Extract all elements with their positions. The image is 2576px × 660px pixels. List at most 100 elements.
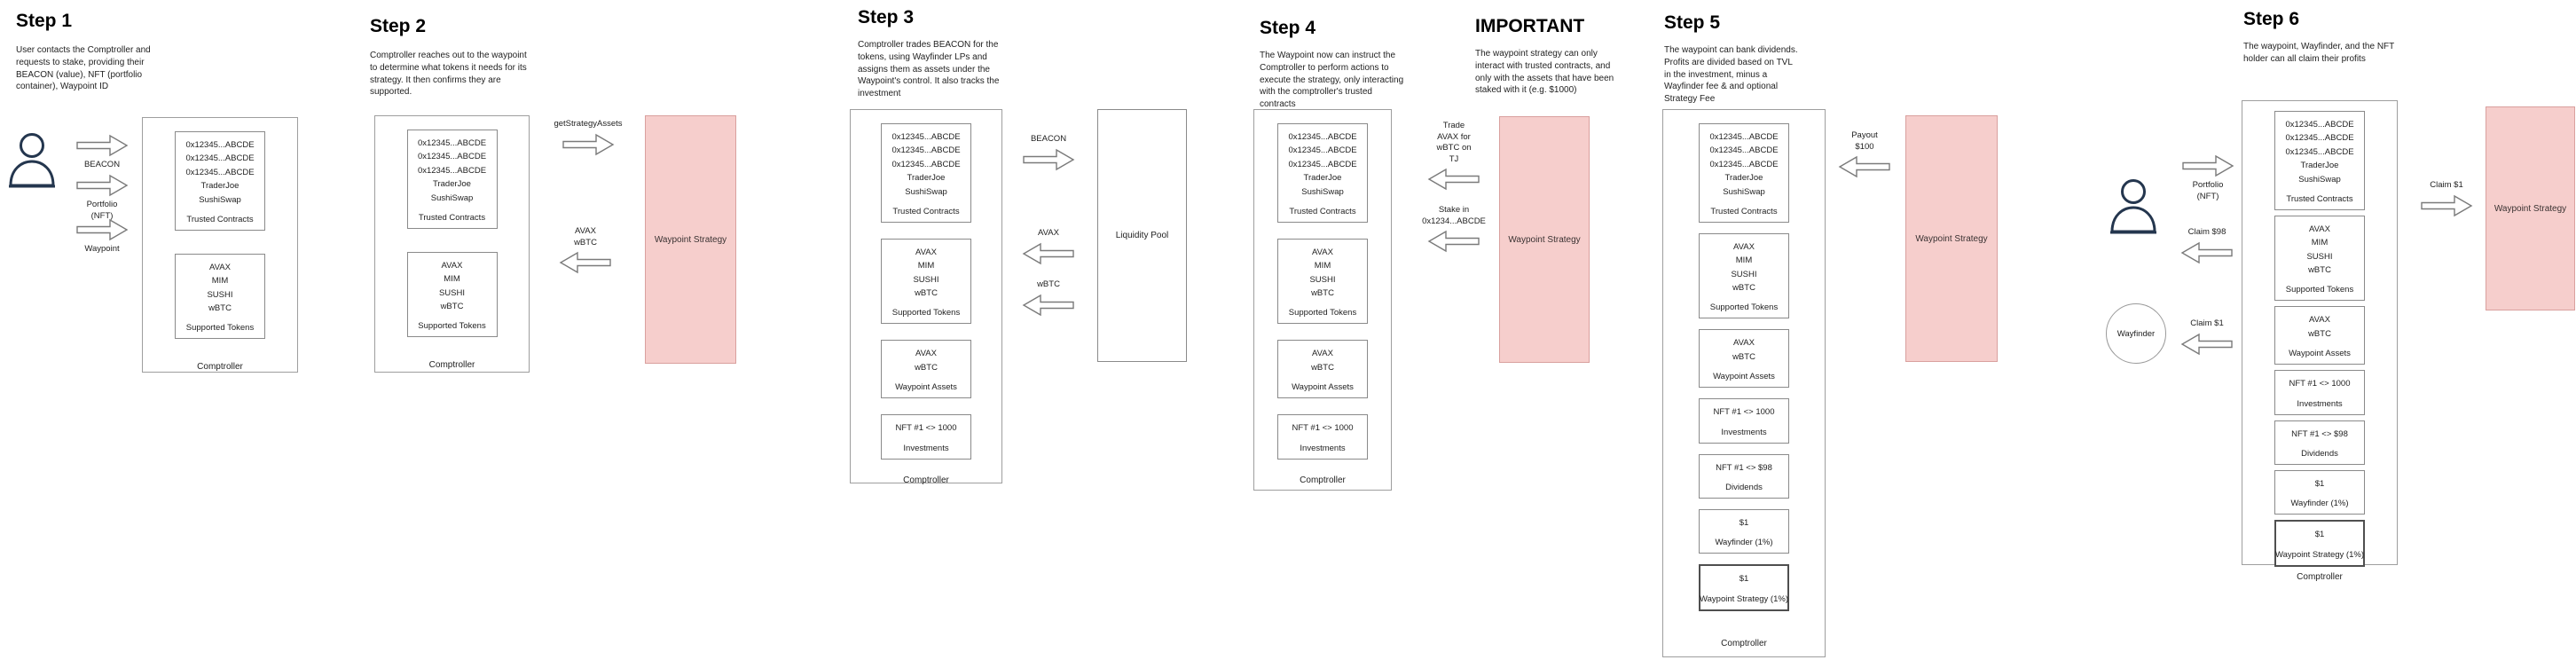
step6-description: The waypoint, Wayfinder, and the NFT hol… [2243, 42, 2395, 64]
box-item: AVAX [209, 262, 231, 272]
box-item: 0x12345...ABCDE [185, 153, 255, 164]
box-item: 0x12345...ABCDE [2285, 146, 2354, 157]
portfolio-arrow-label: Portfolio (NFT) [86, 200, 118, 221]
box-item: TraderJoe [907, 173, 946, 184]
box-item: 0x12345...ABCDE [891, 145, 961, 156]
box-label: Supported Tokens [418, 321, 486, 332]
box-label: Dividends [2301, 448, 2338, 459]
step6-title: Step 6 [2243, 9, 2300, 29]
box-item: SUSHI [1309, 274, 1336, 285]
box-item: SUSHI [913, 274, 939, 285]
beacon-arrow-label: BEACON [1030, 134, 1067, 144]
strategy-fee-box: $1 Waypoint Strategy (1%) [1699, 564, 1789, 611]
box-item: 0x12345...ABCDE [2285, 133, 2354, 144]
box-item: MIM [211, 276, 229, 287]
waypoint-strategy-label: Waypoint Strategy [2494, 203, 2567, 214]
important-title: IMPORTANT [1475, 16, 1585, 36]
claim-strategy-arrow: Claim $1 [2415, 177, 2478, 217]
box-item: MIM [1735, 255, 1753, 266]
liquidity-pool-box: Liquidity Pool [1097, 109, 1187, 362]
box-label: Supported Tokens [1288, 308, 1357, 318]
wbtc-return-arrow: wBTC [1013, 277, 1084, 317]
investments-box: NFT #1 <> 1000 Investments [881, 414, 971, 460]
box-item: 0x12345...ABCDE [1288, 159, 1357, 169]
box-item: wBTC [440, 302, 464, 311]
claim-wayfinder-arrow: Claim $1 [2175, 316, 2239, 356]
wayfinder-fee-box: $1 Wayfinder (1%) [2274, 469, 2365, 515]
right-arrow-icon [562, 133, 614, 155]
box-item: 0x12345...ABCDE [1709, 132, 1779, 142]
box-item: NFT #1 <> $98 [1716, 462, 1772, 473]
box-item: SUSHI [207, 289, 233, 300]
wayfinder-label: Wayfinder [2117, 328, 2156, 339]
box-label: Waypoint Assets [895, 382, 957, 393]
tokens-return-arrow: AVAX wBTC [550, 224, 621, 274]
comptroller-label: Comptroller [428, 360, 475, 371]
step2-description: Comptroller reaches out to the waypoint … [370, 51, 527, 98]
wbtc-return-label: wBTC [1037, 279, 1060, 289]
trade-instruction-label: Trade AVAX for wBTC on TJ [1436, 121, 1472, 164]
right-arrow-icon [76, 175, 128, 196]
waypoint-strategy-box: Waypoint Strategy [645, 115, 736, 364]
box-item: 0x12345...ABCDE [1288, 145, 1357, 156]
portfolio-arrow-label: Portfolio (NFT) [2192, 180, 2224, 201]
left-arrow-icon [1023, 242, 1074, 264]
box-label: Waypoint Strategy (1%) [2275, 549, 2364, 560]
right-arrow-icon [2182, 155, 2234, 177]
step5-title: Step 5 [1664, 12, 1721, 33]
box-item: wBTC [915, 288, 938, 298]
box-label: Wayfinder (1%) [1715, 538, 1773, 548]
left-arrow-icon [1428, 169, 1480, 190]
dividends-box: NFT #1 <> $98 Dividends [2274, 420, 2365, 465]
box-item: TraderJoe [433, 179, 471, 190]
beacon-arrow-label: BEACON [83, 160, 121, 169]
box-label: Investments [2297, 398, 2343, 409]
box-label: Waypoint Assets [1713, 372, 1775, 382]
get-strategy-assets-label: getStrategyAssets [554, 119, 623, 129]
box-item: SUSHI [2306, 251, 2333, 262]
user-person-icon [9, 133, 55, 188]
box-item: SushiSwap [2298, 174, 2341, 185]
box-item: MIM [2311, 238, 2329, 248]
comptroller-label: Comptroller [903, 475, 949, 485]
box-label: Trusted Contracts [418, 212, 486, 223]
important-description: The waypoint strategy can only interact … [1475, 49, 1614, 96]
box-item: 0x12345...ABCDE [417, 165, 487, 176]
claim-strategy-label: Claim $1 [2430, 180, 2463, 190]
box-item: wBTC [1311, 288, 1334, 298]
portfolio-arrow: Portfolio (NFT) [75, 174, 130, 224]
strategy-fee-box: $1 Waypoint Strategy (1%) [2274, 520, 2365, 567]
box-label: Dividends [1725, 482, 1763, 492]
trade-instruction-arrow: Trade AVAX for wBTC on TJ [1418, 118, 1490, 191]
box-item: 0x12345...ABCDE [417, 138, 487, 148]
claim-wayfinder-label: Claim $1 [2190, 318, 2224, 328]
comptroller-label: Comptroller [2297, 571, 2343, 582]
waypoint-arrow: Waypoint [75, 218, 130, 258]
payout-arrow: Payout $100 [1831, 128, 1898, 178]
box-label: Supported Tokens [2285, 285, 2354, 295]
investments-box: NFT #1 <> 1000 Investments [1699, 398, 1789, 444]
box-item: AVAX [1733, 338, 1755, 349]
box-item: SushiSwap [430, 192, 474, 203]
box-item: wBTC [2308, 265, 2331, 275]
left-arrow-icon [560, 252, 611, 273]
box-label: Investments [1300, 443, 1346, 453]
box-label: Trusted Contracts [1289, 206, 1356, 216]
step3-title: Step 3 [858, 7, 915, 28]
box-item: $1 [2314, 530, 2325, 540]
box-label: Waypoint Strategy (1%) [1700, 593, 1788, 604]
left-arrow-icon [2181, 333, 2233, 355]
box-item: SushiSwap [199, 194, 241, 205]
box-item: MIM [1314, 261, 1331, 271]
box-item: AVAX [1312, 247, 1333, 257]
